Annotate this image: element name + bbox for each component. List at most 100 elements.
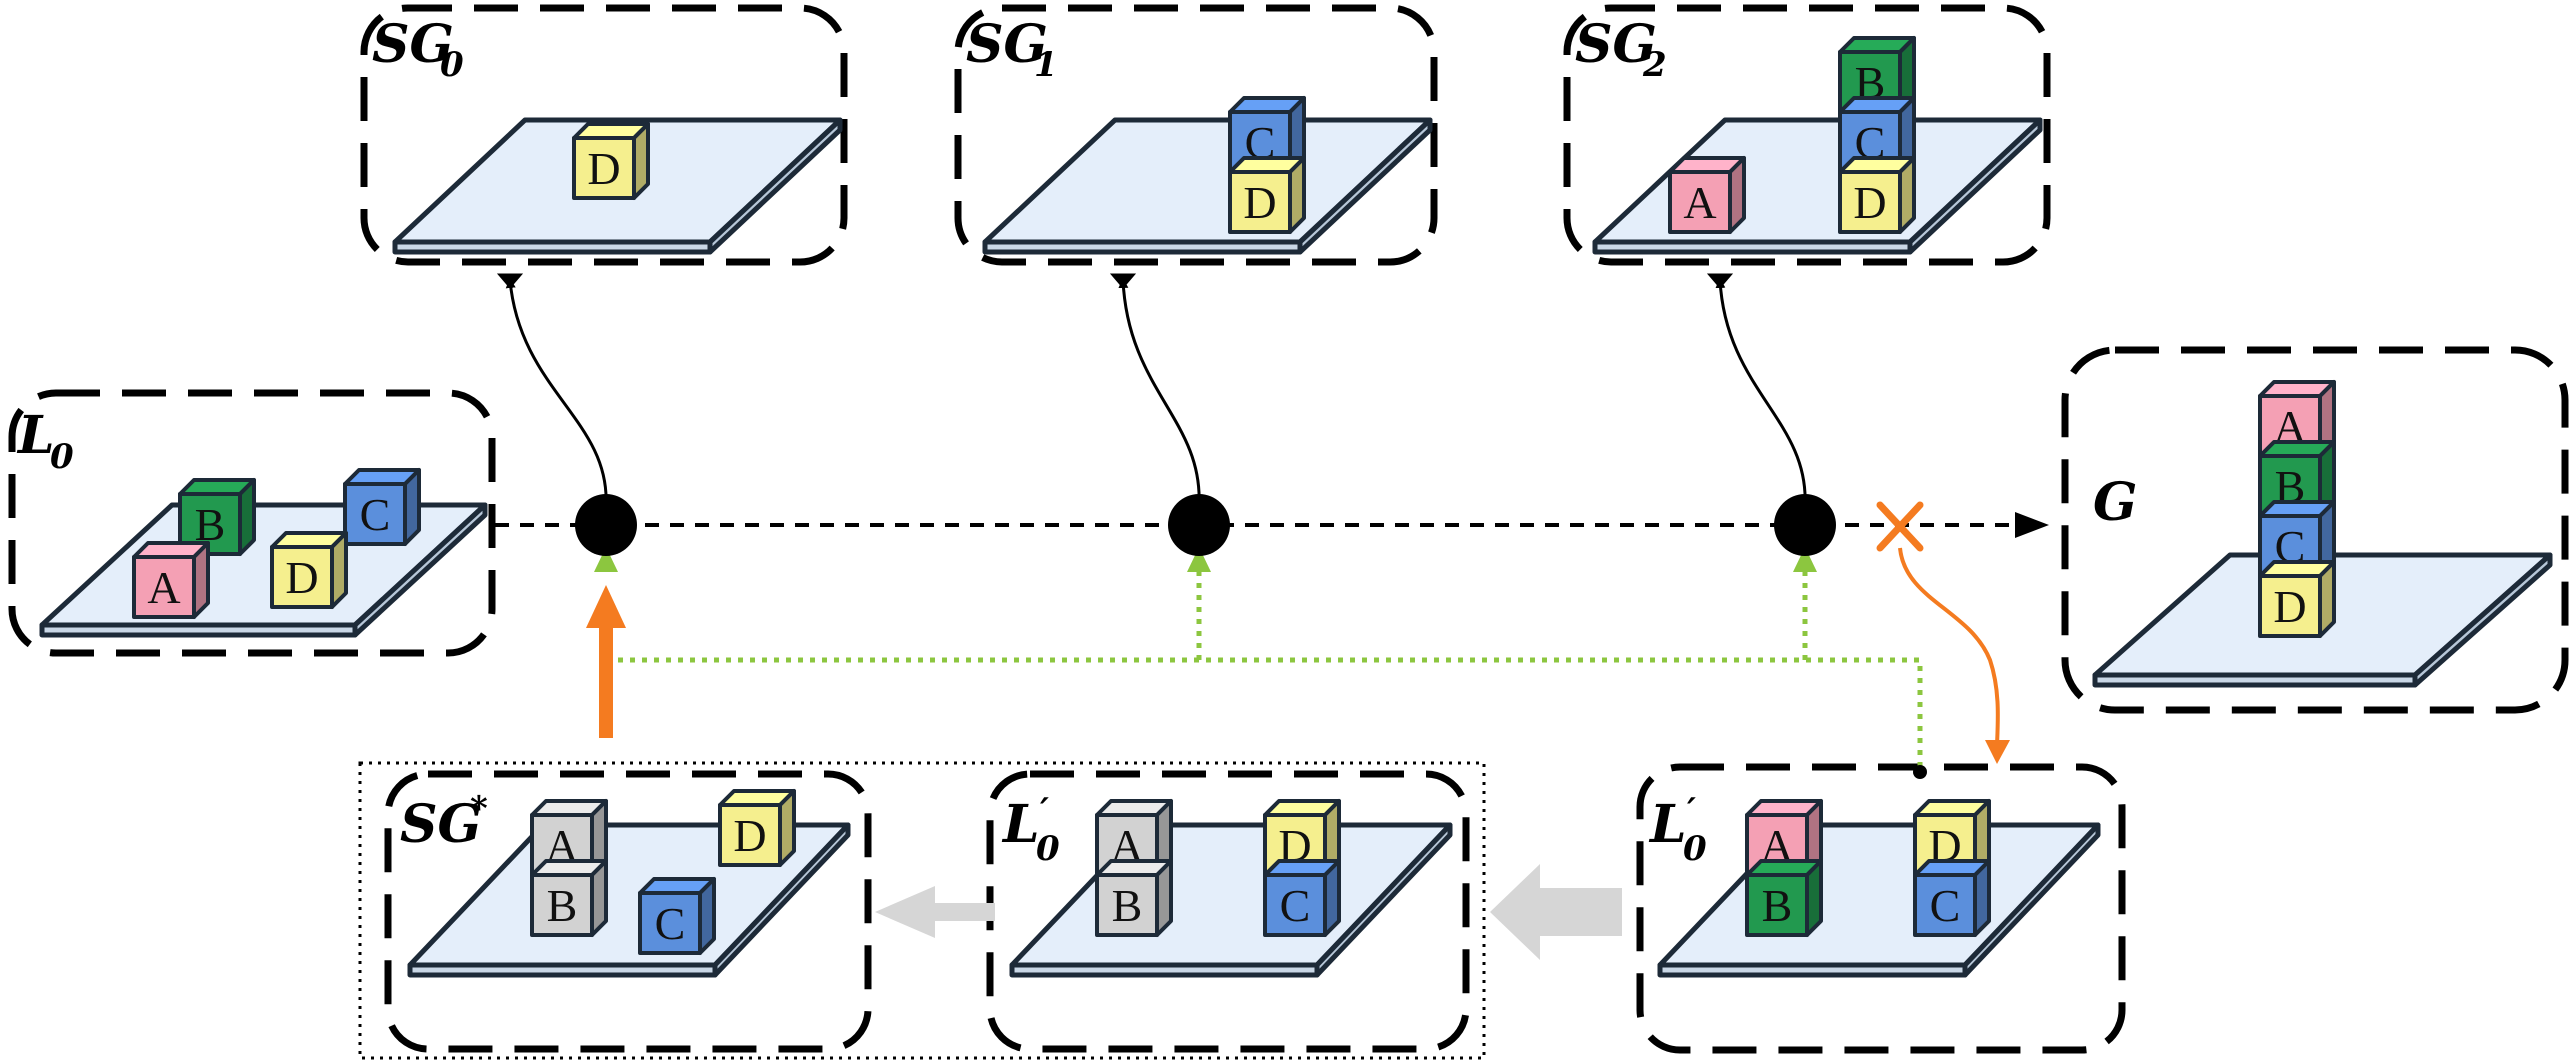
block-l0-a-label: A (147, 562, 180, 613)
green-arrowhead-node-1 (1187, 547, 1211, 572)
block-l0-a: A (132, 541, 210, 619)
block-sg2-d: D (1838, 156, 1916, 234)
block-l0prime-mid-c-front (1263, 873, 1327, 937)
block-sg0-d: D (572, 122, 650, 200)
svg-text:L: L (1001, 794, 1040, 855)
svg-text:SG: SG (1575, 14, 1657, 75)
block-sg1-d: D (1228, 156, 1306, 234)
plane-sg1 (982, 117, 1433, 255)
block-l0prime-mid-b: B (1095, 859, 1173, 937)
arrow-to-sg0 (505, 278, 608, 506)
sg1-title: SG 1 (966, 14, 1058, 85)
svg-text:1: 1 (1034, 45, 1058, 85)
block-sgstar-b: B (530, 859, 608, 937)
block-l0prime-right-c-front (1913, 873, 1977, 937)
block-sg1-d-side (1288, 156, 1306, 234)
block-l0-d-front (270, 545, 334, 609)
block-sg2-d-side (1898, 156, 1916, 234)
block-sgstar-c-front (638, 891, 702, 955)
sg2-title: SG 2 (1575, 14, 1667, 85)
svg-text:0: 0 (440, 45, 464, 85)
block-sgstar-c: C (638, 877, 716, 955)
block-sgstar-d-label: D (733, 810, 766, 861)
arrowhead-sg0 (496, 273, 524, 289)
svg-text:SG: SG (372, 14, 454, 75)
block-l0-d-label: D (285, 552, 318, 603)
svg-text:0: 0 (1036, 829, 1060, 869)
block-sgstar-b-front (530, 873, 594, 937)
svg-text:L: L (16, 405, 55, 466)
feedback-dotted-line (603, 650, 1923, 772)
block-l0prime-right-b: B (1745, 859, 1823, 937)
block-sg2-d-front (1838, 170, 1902, 234)
orange-arrowhead (586, 585, 626, 628)
svg-text:SG: SG (400, 794, 482, 855)
block-sg2-a-side (1728, 156, 1746, 234)
block-l0prime-mid-c-label: C (1280, 880, 1311, 931)
block-sgstar-b-label: B (547, 880, 578, 931)
svg-text:′: ′ (1687, 791, 1696, 831)
block-l0-c: C (343, 468, 421, 546)
block-l0prime-right-c: C (1913, 859, 1991, 937)
block-l0-d-side (330, 531, 348, 609)
svg-text:*: * (470, 789, 488, 829)
relax-arrow-mid-to-star (875, 886, 995, 938)
block-l0prime-mid-c-side (1323, 859, 1341, 937)
block-l0-c-label: C (360, 489, 391, 540)
arrowhead-sg1 (1109, 273, 1137, 289)
failure-to-relaxed-arrow (1898, 547, 2000, 746)
block-sg2-a-front (1668, 170, 1732, 234)
green-arrowhead-node-2 (1793, 547, 1817, 572)
block-sg2-a: A (1668, 156, 1746, 234)
green-arrowhead-node-0 (594, 547, 618, 572)
relax-arrow-right-to-mid (1490, 864, 1622, 960)
failure-arrowhead (1985, 740, 2010, 764)
block-l0-c-side (403, 468, 421, 546)
sg0-title: SG 0 (372, 14, 464, 85)
block-l0-c-front (343, 482, 407, 546)
block-l0-b-side (238, 478, 256, 556)
block-l0-a-front (132, 555, 196, 619)
block-l0-b-front (178, 492, 242, 556)
svg-text:′: ′ (1040, 791, 1049, 831)
block-l0prime-right-c-label: C (1930, 880, 1961, 931)
svg-text:SG: SG (966, 14, 1048, 75)
block-sgstar-d-front (718, 803, 782, 867)
l0prime-right-title: L 0 ′ (1648, 791, 1707, 869)
block-sg2-a-label: A (1683, 177, 1716, 228)
l0-title: L 0 (16, 405, 74, 477)
block-sgstar-b-side (590, 859, 608, 937)
refinement-group-frame (358, 761, 1486, 1060)
arrow-to-sg1 (1118, 278, 1201, 506)
l0prime-mid-title: L 0 ′ (1001, 791, 1060, 869)
block-goal-d-front (2258, 574, 2322, 638)
arrowhead-sg2 (1706, 273, 1734, 289)
block-sg0-d-label: D (587, 143, 620, 194)
sgstar-title: SG * (400, 789, 488, 855)
block-sgstar-d: D (718, 789, 796, 867)
arrow-to-sg2 (1715, 278, 1807, 506)
plan-node-1 (1168, 494, 1230, 556)
block-l0prime-right-b-label: B (1762, 880, 1793, 931)
block-l0-d: D (270, 531, 348, 609)
svg-text:L: L (1648, 794, 1687, 855)
block-sgstar-c-label: C (655, 898, 686, 949)
block-sg1-d-front (1228, 170, 1292, 234)
block-l0prime-mid-b-front (1095, 873, 1159, 937)
block-goal-d-side (2318, 560, 2336, 638)
plan-node-2 (1774, 494, 1836, 556)
block-sgstar-d-side (778, 789, 796, 867)
block-goal-d-label: D (2273, 581, 2306, 632)
block-l0prime-right-b-side (1805, 859, 1823, 937)
failure-cross-icon (1876, 501, 1924, 552)
goal-title: G (2093, 472, 2137, 533)
block-sg2-d-label: D (1853, 177, 1886, 228)
svg-text:2: 2 (1642, 45, 1667, 85)
block-l0prime-right-c-side (1973, 859, 1991, 937)
block-l0-b: B (178, 478, 256, 556)
block-l0prime-right-b-front (1745, 873, 1809, 937)
svg-text:G: G (2093, 472, 2137, 533)
feedback-origin-dot (1913, 765, 1927, 779)
block-l0-a-side (192, 541, 210, 619)
